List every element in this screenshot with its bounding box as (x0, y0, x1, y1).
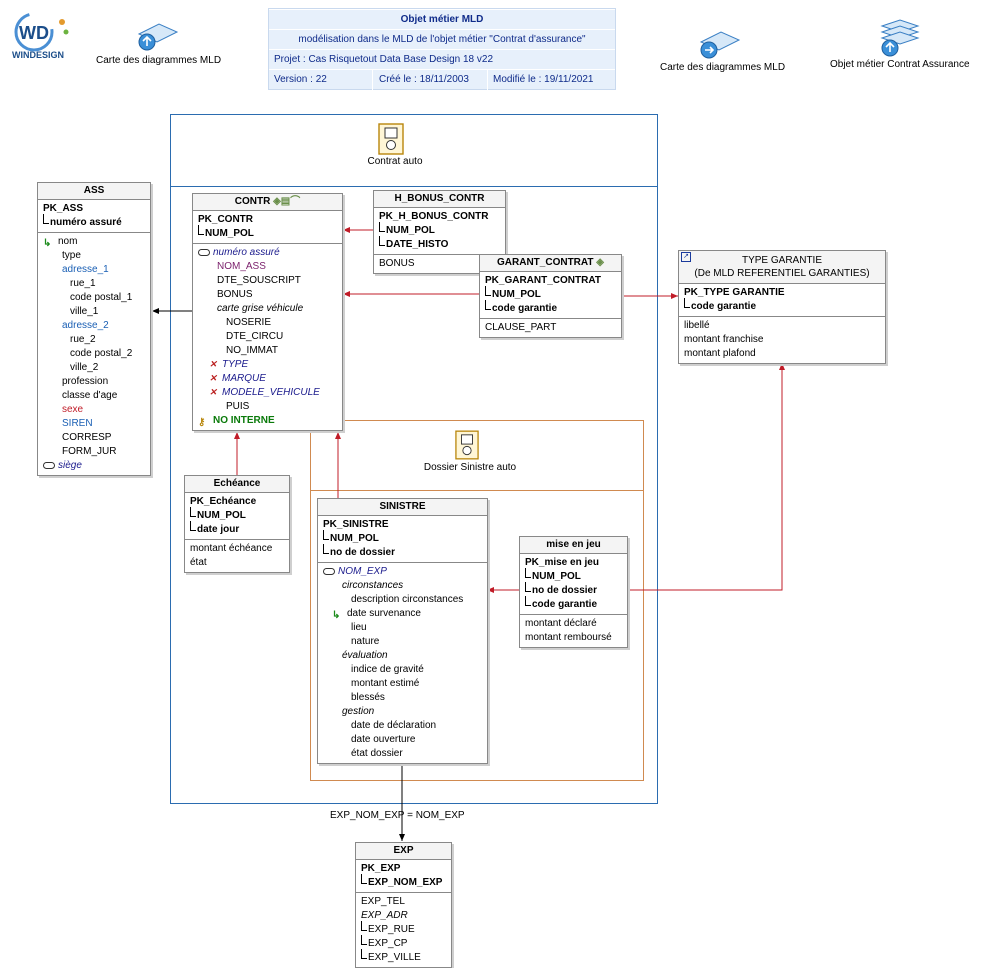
table-sinistre-pk: PK_SINISTRE NUM_POL no de dossier (318, 516, 487, 563)
frame-dossier-title: Dossier Sinistre auto (423, 462, 517, 473)
table-type-garantie-title: ↗ TYPE GARANTIE (De MLD REFERENTIEL GARA… (679, 251, 885, 284)
header-created: Créé le : 18/11/2003 (379, 74, 469, 85)
table-type-garantie-cols: libellé montant franchise montant plafon… (684, 320, 764, 359)
table-echeance-cols: montant échéance état (190, 543, 273, 568)
key-icon: ⚷ (198, 417, 206, 429)
table-garant-pk: PK_GARANT_CONTRAT NUM_POL code garantie (480, 272, 621, 319)
header-project: Projet : Cas Risquetout Data Base Design… (269, 49, 615, 70)
frame-contrat-auto-icon (378, 123, 404, 155)
table-type-garantie-pk: PK_TYPE GARANTIE code garantie (679, 284, 885, 317)
tag-icon: ◈ (596, 257, 604, 268)
link-icon (198, 248, 210, 256)
index-arrow-icon: ↳ (43, 238, 52, 250)
table-ass-title: ASS (38, 183, 150, 200)
diagram-header: Objet métier MLD modélisation dans le ML… (268, 8, 616, 90)
table-mise-en-jeu-pk: PK_mise en jeu NUM_POL no de dossier cod… (520, 554, 627, 615)
table-ass[interactable]: ASS PK_ASS numéro assuré ↳nom type adres… (37, 182, 151, 476)
nav-object-label[interactable]: Objet métier Contrat Assurance (830, 59, 970, 70)
nav-map-left-label[interactable]: Carte des diagrammes MLD (96, 55, 222, 66)
logo-icon: WD WINDESIGN (12, 12, 69, 60)
table-mise-en-jeu-title: mise en jeu (520, 537, 627, 554)
table-contr[interactable]: CONTR ◈▤⌒ PK_CONTR NUM_POL numéro assuré… (192, 193, 343, 431)
table-garant-contrat[interactable]: GARANT_CONTRAT ◈ PK_GARANT_CONTRAT NUM_P… (479, 254, 622, 338)
table-ass-pk: PK_ASS numéro assuré (38, 200, 150, 233)
svg-text:WD: WD (19, 23, 49, 43)
header-title: Objet métier MLD (269, 9, 615, 30)
deprecated-x-icon: ✕ (209, 359, 217, 370)
table-ass-cols: ↳nom type adresse_1 rue_1 code postal_1 … (43, 236, 133, 471)
frame-dossier-icon (455, 430, 479, 460)
svg-text:WINDESIGN: WINDESIGN (12, 50, 64, 60)
link-icon (43, 461, 55, 469)
business-object-icon[interactable] (878, 18, 922, 58)
index-arrow-icon: ↳ (332, 610, 341, 622)
header-subtitle: modélisation dans le MLD de l'objet méti… (269, 29, 615, 50)
table-mise-en-jeu-cols: montant déclaré montant remboursé (525, 618, 612, 643)
table-contr-cols: numéro assuré NOM_ASS DTE_SOUSCRIPT BONU… (198, 247, 320, 429)
relation-exp-label: EXP_NOM_EXP = NOM_EXP (330, 810, 465, 821)
header-version: Version : 22 (274, 74, 327, 85)
frame-dossier-sinistre[interactable] (310, 420, 644, 781)
table-mise-en-jeu[interactable]: mise en jeu PK_mise en jeu NUM_POL no de… (519, 536, 628, 648)
deprecated-x-icon: ✕ (209, 387, 217, 398)
table-contr-pk: PK_CONTR NUM_POL (193, 211, 342, 244)
table-sinistre[interactable]: SINISTRE PK_SINISTRE NUM_POL no de dossi… (317, 498, 488, 764)
table-garant-title: GARANT_CONTRAT ◈ (480, 255, 621, 272)
table-sinistre-cols: NOM_EXP circonstances description circon… (318, 563, 487, 763)
table-garant-cols: CLAUSE_PART (485, 322, 557, 333)
windesign-logo: WD WINDESIGN (8, 12, 72, 64)
frame-contrat-auto-title: Contrat auto (367, 156, 423, 167)
table-contr-title: CONTR ◈▤⌒ (193, 194, 342, 211)
header-modified: Modifié le : 19/11/2021 (493, 74, 594, 85)
shortcut-icon: ↗ (681, 252, 691, 262)
table-h-bonus-contr[interactable]: H_BONUS_CONTR PK_H_BONUS_CONTR NUM_POL D… (373, 190, 506, 274)
table-exp-cols: EXP_TEL EXP_ADR EXP_RUE EXP_CP EXP_VILLE (356, 893, 451, 967)
header-meta-row: Version : 22 Créé le : 18/11/2003 Modifi… (269, 69, 615, 90)
table-echeance-title: Echéance (185, 476, 289, 493)
map-diagram-icon[interactable] (135, 20, 179, 52)
deprecated-x-icon: ✕ (209, 373, 217, 384)
table-h-bonus-pk: PK_H_BONUS_CONTR NUM_POL DATE_HISTO (374, 208, 505, 255)
table-h-bonus-title: H_BONUS_CONTR (374, 191, 505, 208)
map-diagram-right-icon[interactable] (697, 28, 741, 60)
table-echeance[interactable]: Echéance PK_Echéance NUM_POL date jour m… (184, 475, 290, 573)
frame-dossier-divider (310, 490, 643, 491)
table-echeance-pk: PK_Echéance NUM_POL date jour (185, 493, 289, 540)
table-exp-title: EXP (356, 843, 451, 860)
table-exp-pk: PK_EXP EXP_NOM_EXP (356, 860, 451, 893)
nav-map-right-label[interactable]: Carte des diagrammes MLD (660, 62, 786, 73)
table-exp[interactable]: EXP PK_EXP EXP_NOM_EXP EXP_TEL EXP_ADR E… (355, 842, 452, 968)
link-icon (323, 567, 335, 575)
table-sinistre-title: SINISTRE (318, 499, 487, 516)
frame-contrat-auto-divider (170, 186, 657, 187)
table-type-garantie[interactable]: ↗ TYPE GARANTIE (De MLD REFERENTIEL GARA… (678, 250, 886, 364)
table-h-bonus-cols: BONUS (379, 258, 415, 269)
tag-icon: ◈▤⌒ (273, 196, 301, 207)
